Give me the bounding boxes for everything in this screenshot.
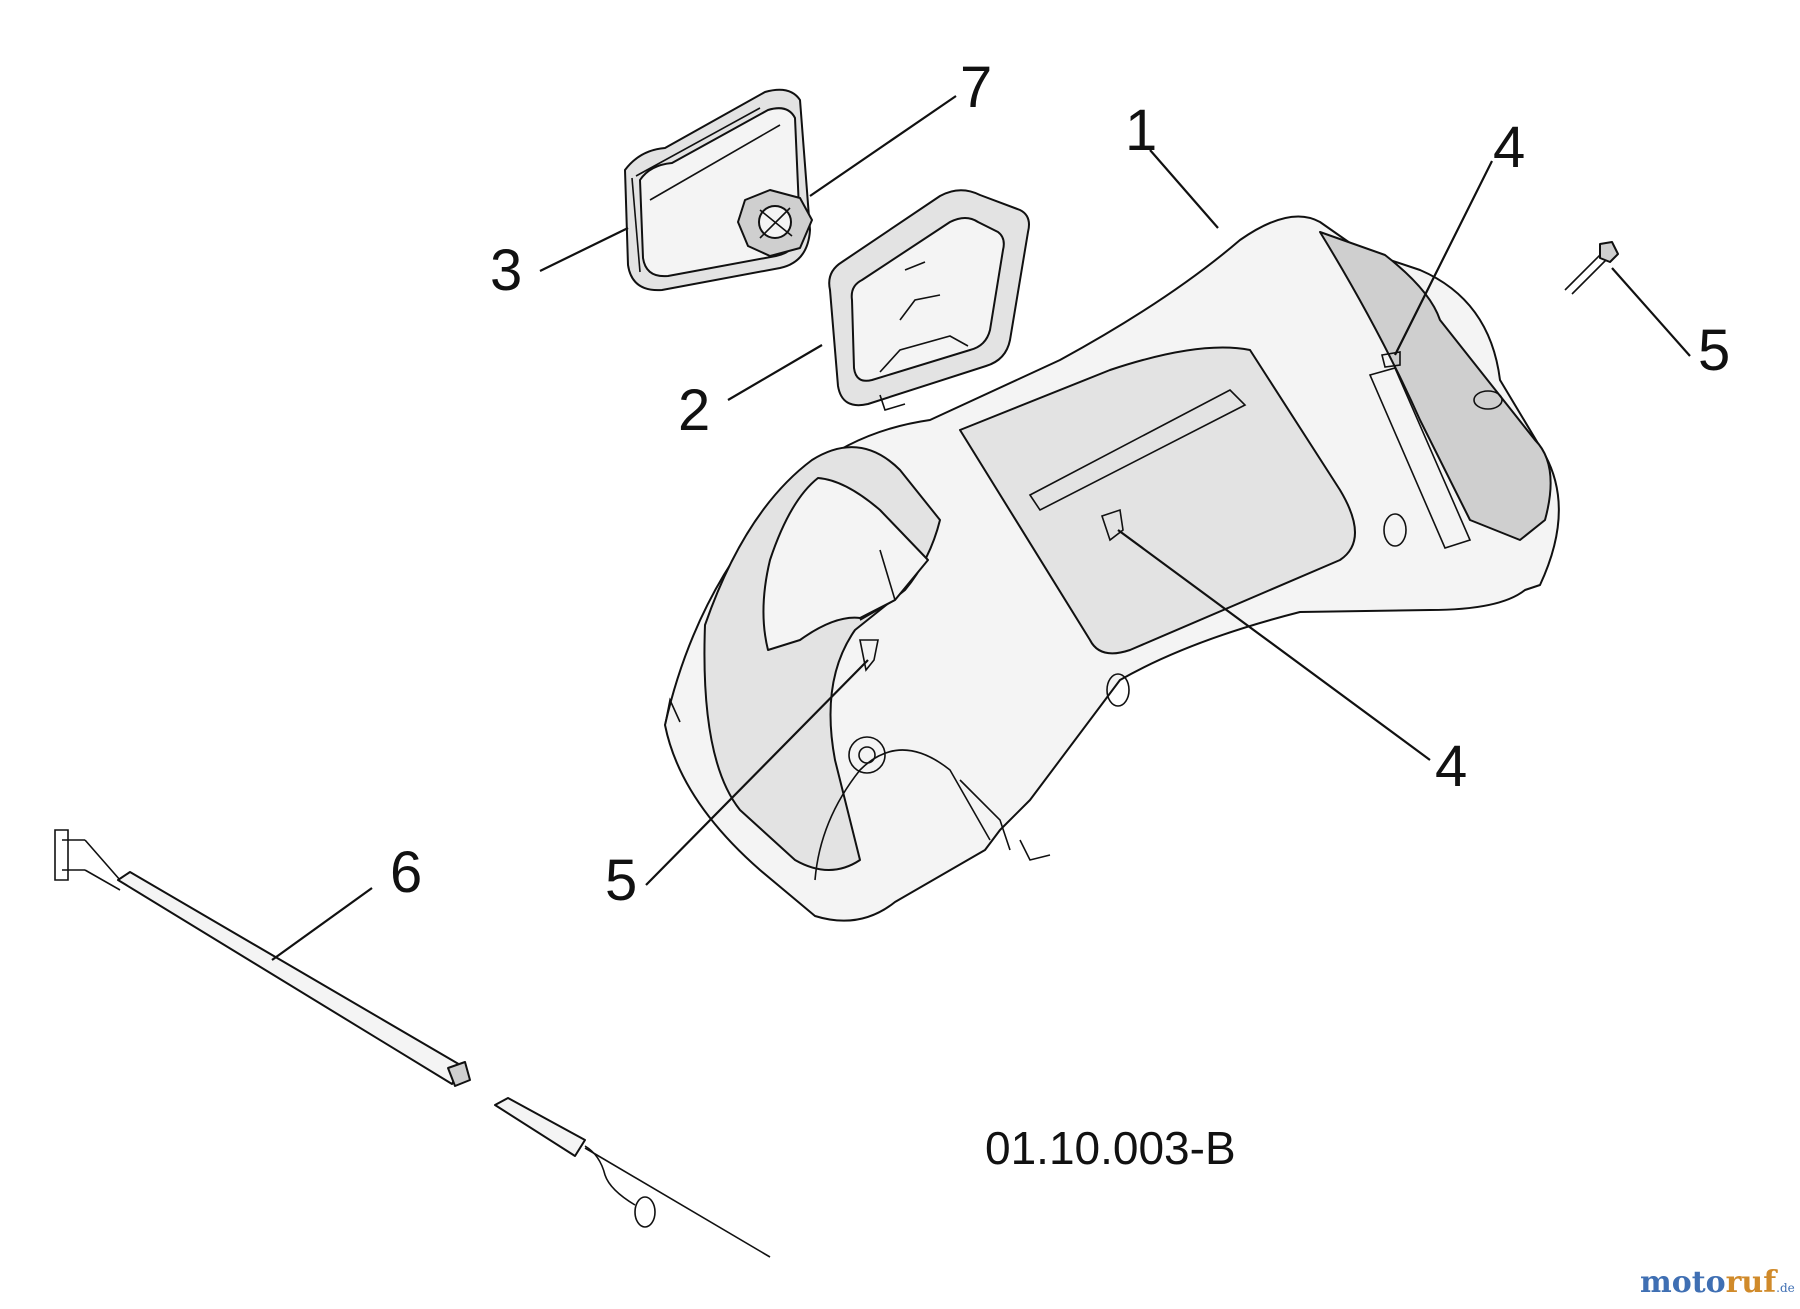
cable-assembly <box>54 829 771 1258</box>
callout-5-lower: 5 <box>605 848 637 913</box>
leader-5-upper <box>1611 267 1691 357</box>
leader-7 <box>809 95 957 197</box>
diagram-code: 01.10.003-B <box>985 1122 1236 1174</box>
leader-5-lower <box>645 659 869 886</box>
callout-4-upper: 4 <box>1493 115 1525 180</box>
callout-2: 2 <box>678 378 710 443</box>
leader-6 <box>271 887 373 961</box>
hood-body-shell <box>664 215 1560 922</box>
callout-4-lower: 4 <box>1435 734 1467 799</box>
watermark-logo: motoruf.de <box>1640 1265 1795 1300</box>
callout-3: 3 <box>490 238 522 303</box>
leader-4-upper <box>1394 160 1493 356</box>
callout-1: 1 <box>1125 98 1157 163</box>
callout-7: 7 <box>960 55 992 120</box>
adjustment-knob <box>737 189 813 257</box>
leader-1 <box>1149 149 1219 229</box>
leader-lines <box>271 95 1691 961</box>
callout-6: 6 <box>390 840 422 905</box>
screw-upper-right <box>1564 241 1619 295</box>
callouts: 1 2 3 4 4 5 5 6 7 <box>390 55 1730 913</box>
leader-2 <box>727 344 823 401</box>
headlight-frame <box>828 189 1030 411</box>
headlight-housing <box>624 88 811 292</box>
svg-text:motoruf.de: motoruf.de <box>1640 1265 1795 1300</box>
leader-3 <box>539 227 629 272</box>
leader-4-lower <box>1117 529 1431 761</box>
callout-5-upper: 5 <box>1698 318 1730 383</box>
